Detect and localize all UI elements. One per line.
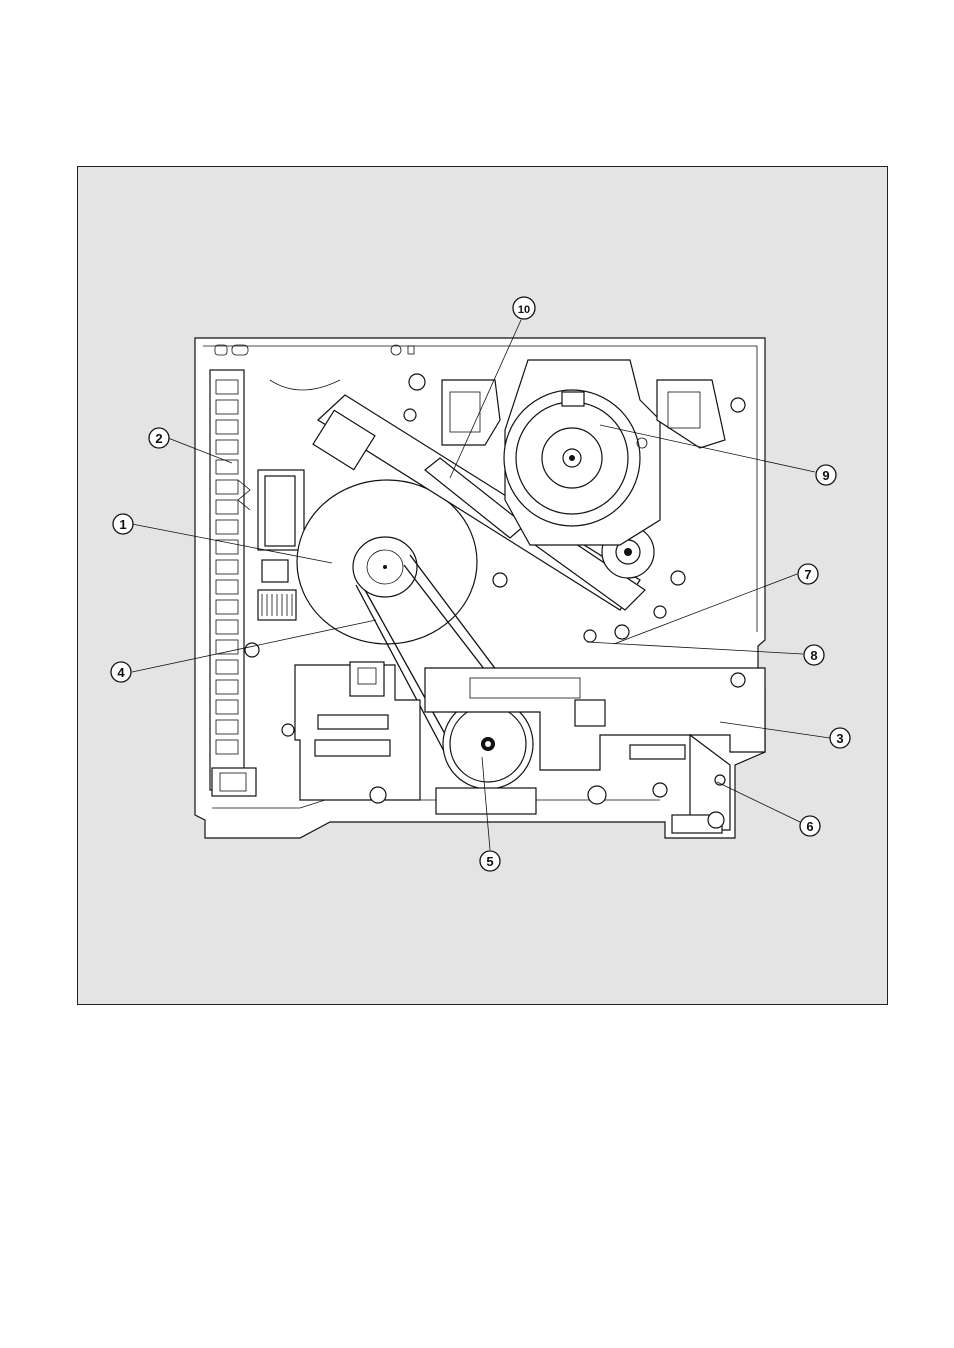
callout-8: 8 — [804, 645, 824, 665]
callout-2: 2 — [149, 428, 169, 448]
callout-6-label: 6 — [806, 819, 813, 834]
callout-3: 3 — [830, 728, 850, 748]
callout-2-label: 2 — [155, 431, 162, 446]
callout-1: 1 — [113, 514, 133, 534]
callout-4-label: 4 — [117, 665, 125, 680]
callout-5: 5 — [480, 851, 500, 871]
callout-10: 10 — [513, 297, 535, 319]
callout-1-label: 1 — [119, 517, 126, 532]
callout-6: 6 — [800, 816, 820, 836]
flywheel — [297, 480, 477, 644]
callout-7: 7 — [798, 564, 818, 584]
callout-4: 4 — [111, 662, 131, 682]
callout-5-label: 5 — [486, 854, 493, 869]
callout-9: 9 — [816, 465, 836, 485]
callout-3-label: 3 — [836, 731, 843, 746]
callout-7-label: 7 — [804, 567, 811, 582]
callout-10-label: 10 — [518, 304, 530, 316]
head-drum — [504, 360, 660, 545]
callout-8-label: 8 — [810, 648, 817, 663]
callout-9-label: 9 — [822, 468, 829, 483]
